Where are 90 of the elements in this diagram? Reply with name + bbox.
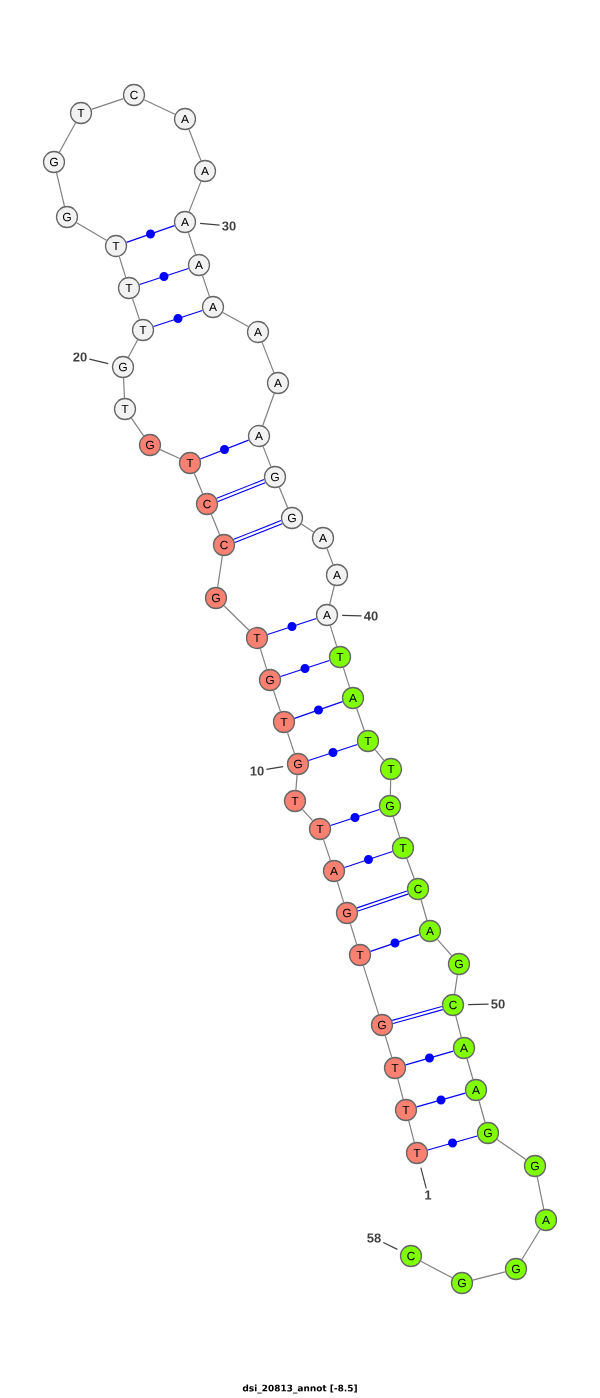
backbone-line [58,122,77,153]
backbone-line [130,417,145,437]
backbone-line [384,1035,393,1058]
backbone-line [374,749,385,761]
backbone-line [187,232,197,255]
backbone-line [55,172,66,207]
position-number: 40 [364,611,378,621]
backbone-line [349,923,358,945]
base-pair-line [356,890,409,912]
backbone-line [301,808,314,822]
base-pair-line [416,1092,466,1108]
backbone-line [342,667,351,688]
position-number: 50 [491,999,505,1009]
backbone-line [118,256,127,278]
backbone-line [188,128,202,162]
backbone-line [143,99,176,115]
backbone-line [392,816,401,838]
backbone-line [188,180,202,213]
backbone-line [127,339,139,358]
backbone-line [389,779,392,796]
backbone-line [217,555,223,588]
backbone-line [455,1015,462,1038]
backbone-line [262,392,275,427]
position-number: 58 [367,1233,381,1243]
backbone-line [436,938,453,957]
leader-line [420,1167,427,1189]
backbone-line [300,523,315,533]
leader-line [199,222,221,226]
backbone-line [76,222,107,241]
backbone-line [222,311,249,328]
base-pair-line [199,439,250,460]
backbone-line [223,605,250,631]
base-pair-line [139,267,189,286]
backbone-line [286,732,296,755]
base-pair-line [280,659,330,678]
base-pair-line [125,225,176,243]
base-pair-line [427,1135,478,1151]
base-pair-line [216,479,266,502]
backbone-line [295,774,298,791]
backbone-line [329,625,338,647]
base-pair-line [330,808,380,827]
position-number: 30 [222,221,236,231]
backbone-line [131,298,141,321]
backbone-line [362,965,380,1015]
backbone-line [454,974,458,995]
base-pair-line [153,309,203,328]
backbone-line [472,1271,506,1281]
caption: dsi_20813_annot [-8.5] [242,1384,357,1394]
backbone-line [420,899,428,921]
backbone-line [122,377,126,399]
position-number: 20 [73,352,87,362]
backbone-line [210,513,221,536]
backbone-line [259,648,268,670]
leader-line [382,1241,398,1250]
base-pair-line [293,701,344,719]
backbone-line [536,1176,545,1210]
backbone-line [478,1100,486,1123]
backbone-line [262,445,272,468]
backbone-line [406,857,415,880]
backbone-line [159,448,181,460]
backbone-line [336,881,345,903]
backbone-line [90,98,125,111]
backbone-line [272,690,282,713]
position-number: 1 [425,1190,432,1200]
leader-line [341,614,363,617]
position-number: 10 [250,766,264,776]
base-pair-line [267,617,317,636]
backbone-line [521,1228,541,1261]
backbone-line [356,707,365,732]
backbone-line [193,472,204,495]
base-pair-line [308,743,358,762]
base-pair-line [369,934,421,952]
backbone-line [408,1120,415,1143]
base-pair-line [392,1005,443,1025]
backbone-line [496,1138,527,1161]
backbone-line [322,839,332,862]
backbone-line [261,341,275,374]
backbone-line [201,275,211,298]
backbone-line [397,1078,404,1100]
backbone-line [466,1058,474,1080]
base-pair-line [233,520,283,543]
backbone-line [420,1260,453,1279]
base-pair-line [343,850,394,869]
leader-line [265,765,284,770]
backbone-line [278,486,289,509]
base-pair-line [405,1050,454,1066]
leader-line [88,358,109,365]
backbone-line [326,547,334,566]
leader-line [467,1003,490,1006]
backbone-line [329,585,335,605]
